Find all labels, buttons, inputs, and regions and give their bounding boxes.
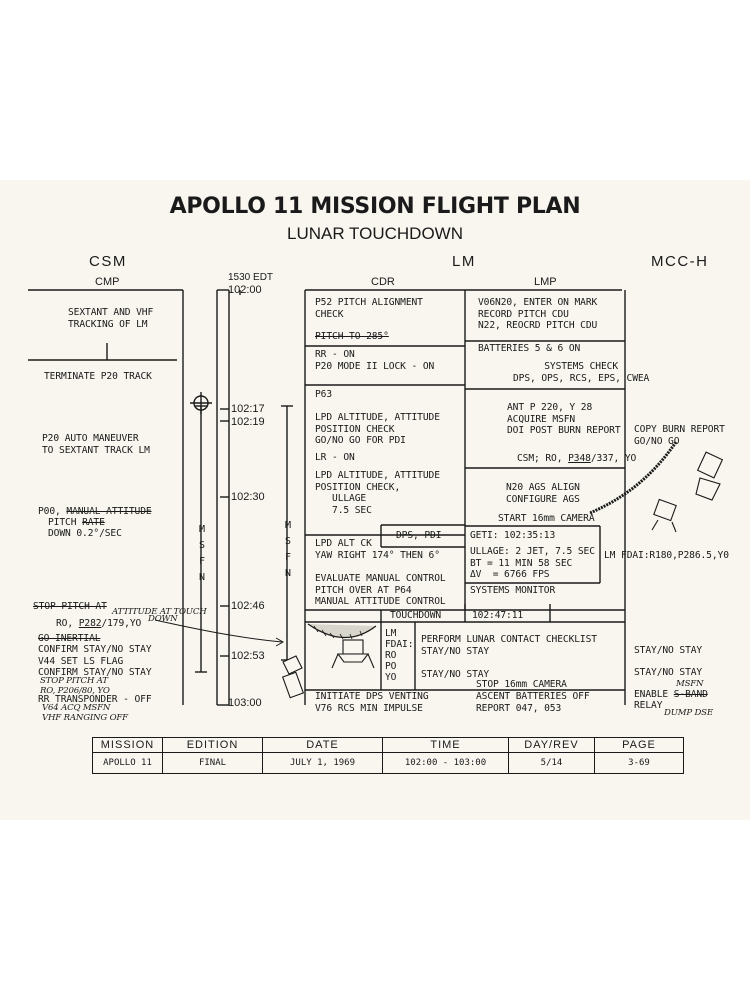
cmp-go-inertial: GO INERTIAL — [38, 633, 101, 644]
tick-102-19: 102:19 — [231, 416, 265, 428]
lmp-start-camera: START 16mm CAMERA — [498, 513, 595, 524]
footer-header-date: DATE — [262, 737, 383, 753]
lmp-n20: N20 AGS ALIGN CONFIGURE AGS — [506, 482, 580, 505]
footer-header-edition: EDITION — [162, 737, 263, 753]
cmp-sextant: SEXTANT AND VHF TRACKING OF LM — [68, 307, 154, 330]
lmp-geti: GETI: 102:35:13 — [470, 530, 556, 541]
footer-dayrev: 5/14 — [508, 752, 595, 774]
lmp-heading: LMP — [534, 276, 557, 288]
mcch-stay-1: STAY/NO STAY — [634, 645, 703, 656]
mcch-enable: ENABLE S-BAND — [634, 689, 708, 700]
mcch-lm-fdai: LM FDAI:R180,P286.5,Y0 — [604, 550, 729, 561]
footer-header-row: MISSION EDITION DATE TIME DAY/REV PAGE — [92, 737, 684, 753]
cmp-pitch: PITCH RATE — [48, 517, 105, 528]
lmp-perform: PERFORM LUNAR CONTACT CHECKLIST STAY/NO … — [421, 634, 597, 657]
cdr-lpd-alt-ck: LPD ALT CK — [315, 538, 372, 549]
tick-102-17: 102:17 — [231, 403, 265, 415]
footer-value-row: APOLLO 11 FINAL JULY 1, 1969 102:00 - 10… — [92, 752, 684, 774]
footer-date: JULY 1, 1969 — [262, 752, 383, 774]
cmp-stop-pitch: STOP PITCH AT — [33, 601, 107, 612]
edt-heading: 1530 EDT — [228, 272, 274, 283]
cmp-p00: P00, MANUAL ATTITUDE — [38, 506, 152, 517]
cdr-pitch-285: PITCH TO 285° — [315, 331, 389, 342]
mcch-copy-burn: COPY BURN REPORT GO/NO GO — [634, 424, 725, 447]
cmp-heading: CMP — [95, 276, 120, 288]
cmp-rr-transponder: RR TRANSPONDER - OFF — [38, 694, 152, 705]
lmp-v06n20: V06N20, ENTER ON MARK RECORD PITCH CDU N… — [478, 297, 598, 331]
lmp-ullage: ULLAGE: 2 JET, 7.5 SEC BT = 11 MIN 58 SE… — [470, 546, 595, 569]
mcch-hand-dump: DUMP DSE — [664, 708, 713, 718]
cdr-touchdown: TOUCHDOWN — [390, 610, 442, 621]
cdr-rr-on: RR - ON P20 MODE II LOCK - ON — [315, 349, 435, 372]
tick-103-00: 103:00 — [228, 697, 262, 709]
cmp-hand-v64: V64 ACQ MSFN VHF RANGING OFF — [42, 703, 128, 723]
tick-102-53: 102:53 — [231, 650, 265, 662]
lmp-ascent: ASCENT BATTERIES OFF REPORT 047, 053 — [476, 691, 590, 714]
footer-mission: APOLLO 11 — [92, 752, 163, 774]
tick-102-00: 102:00 — [228, 284, 262, 296]
footer-header-page: PAGE — [594, 737, 684, 753]
cmp-hand-stop: STOP PITCH AT RO, P206/80, YO — [40, 676, 110, 696]
lmp-touchdown-time: 102:47:11 — [472, 610, 524, 621]
mcch-hand-msfn: MSFN — [676, 679, 704, 689]
footer-time: 102:00 - 103:00 — [382, 752, 509, 774]
lmp-batteries: BATTERIES 5 & 6 ON — [478, 343, 581, 354]
cmp-down: DOWN 0.2°/SEC — [48, 528, 122, 539]
cdr-venting: INITIATE DPS VENTING V76 RCS MIN IMPULSE — [315, 691, 429, 714]
cmp-confirm: CONFIRM STAY/NO STAY V44 SET LS FLAG CON… — [38, 644, 152, 678]
cmp-ro: RO, P282/179,YO — [56, 618, 142, 629]
cdr-p52: P52 PITCH ALIGNMENT CHECK — [315, 297, 423, 320]
msfn-label-left: MSFN — [198, 524, 206, 583]
tick-102-46: 102:46 — [231, 600, 265, 612]
page-title: APOLLO 11 MISSION FLIGHT PLAN — [169, 194, 581, 219]
mcch-relay: RELAY — [634, 700, 663, 711]
cmp-auto-maneuver: P20 AUTO MANEUVER TO SEXTANT TRACK LM — [42, 433, 150, 456]
cdr-p63: P63 — [315, 389, 333, 400]
cmp-hand-attitude: ATTITUDE AT TOUCH — [112, 607, 207, 617]
mcch-stay-2: STAY/NO STAY — [634, 667, 703, 678]
cdr-yaw: YAW RIGHT 174° THEN 6° — [315, 550, 440, 561]
lmp-stay: STAY/NO STAY — [421, 669, 490, 680]
cdr-heading: CDR — [371, 276, 395, 288]
footer-header-dayrev: DAY/REV — [508, 737, 595, 753]
lmp-systems-check: SYSTEMS CHECK DPS, OPS, RCS, EPS, CWEA — [513, 361, 650, 384]
lmp-delta-v: ΔV = 6766 FPS — [470, 569, 550, 580]
cdr-lm-fdai: LM FDAI: RO PO YO — [385, 628, 414, 683]
page-subtitle: LUNAR TOUCHDOWN — [287, 224, 463, 243]
cdr-lr-on: LR - ON — [315, 452, 355, 463]
footer-table: MISSION EDITION DATE TIME DAY/REV PAGE A… — [92, 737, 684, 774]
tick-102-30: 102:30 — [231, 491, 265, 503]
csm-heading: CSM — [89, 253, 127, 270]
lmp-ant: ANT P 220, Y 28 ACQUIRE MSFN DOI POST BU… — [507, 402, 621, 436]
lmp-stop-camera: STOP 16mm CAMERA — [476, 679, 567, 690]
footer-header-time: TIME — [382, 737, 509, 753]
footer-edition: FINAL — [162, 752, 263, 774]
cmp-hand-down: DOWN — [148, 614, 178, 624]
mcch-heading: MCC-H — [651, 253, 709, 270]
msfn-label-right: MSFN — [284, 520, 292, 579]
lmp-systems-monitor: SYSTEMS MONITOR — [470, 585, 556, 596]
cdr-evaluate: EVALUATE MANUAL CONTROL PITCH OVER AT P6… — [315, 573, 446, 607]
footer-page: 3-69 — [594, 752, 684, 774]
lmp-csm-ro: CSM; RO, P348/337, YO — [517, 453, 637, 464]
cdr-lpd-ullage: LPD ALTITUDE, ATTITUDE POSITION CHECK, U… — [315, 470, 440, 516]
cdr-dps-pdi: DPS, PDI — [396, 530, 442, 541]
cdr-lpd-attitude: LPD ALTITUDE, ATTITUDE POSITION CHECK GO… — [315, 412, 440, 446]
cmp-terminate: TERMINATE P20 TRACK — [44, 371, 152, 382]
footer-header-mission: MISSION — [92, 737, 163, 753]
lm-heading: LM — [452, 253, 476, 270]
